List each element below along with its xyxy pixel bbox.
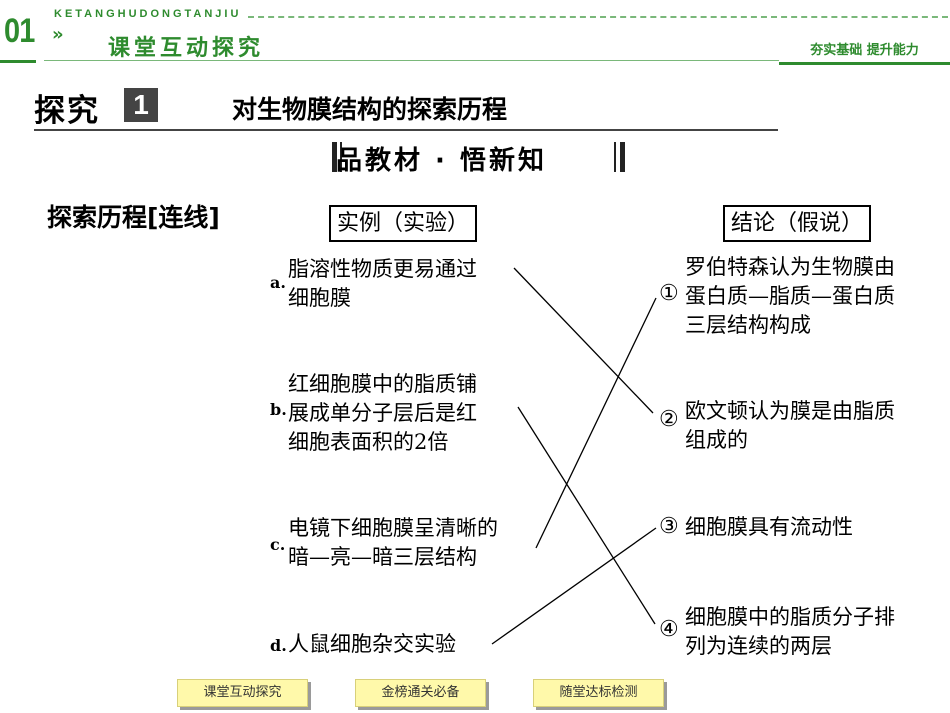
conclusion-4: 细胞膜中的脂质分子排 列为连续的两层 [685, 603, 895, 661]
nav-button-in-class-test[interactable]: 随堂达标检测 [533, 679, 664, 707]
conclusion-3: 细胞膜具有流动性 [685, 513, 853, 542]
section-title: 课堂互动探究 [108, 36, 265, 61]
example-a: 脂溶性物质更易通过 细胞膜 [288, 255, 477, 313]
section-number: 01 [4, 12, 35, 50]
example-d-line-1: 人鼠细胞杂交实验 [288, 632, 456, 656]
example-c-line-1: 电镜下细胞膜呈清晰的 [288, 516, 498, 540]
conclusion-1-line-3: 三层结构构成 [685, 313, 811, 337]
nav-button-classroom-interaction[interactable]: 课堂互动探究 [177, 679, 308, 707]
line-a-2 [513, 267, 654, 414]
example-c: 电镜下细胞膜呈清晰的 暗—亮—暗三层结构 [288, 514, 498, 572]
example-b-line-2: 展成单分子层后是红 [288, 401, 477, 425]
conclusion-4-line-2: 列为连续的两层 [685, 634, 832, 658]
example-d-letter: d. [270, 636, 287, 655]
conclusion-2: 欧文顿认为膜是由脂质 组成的 [685, 397, 895, 455]
line-b-4 [517, 406, 656, 625]
header-rule [44, 60, 779, 61]
example-a-line-2: 细胞膜 [288, 286, 351, 310]
conclusion-2-line-2: 组成的 [685, 428, 748, 452]
line-c-1 [535, 297, 657, 549]
examples-header: 实例（实验） [329, 205, 478, 242]
example-d: 人鼠细胞杂交实验 [288, 630, 456, 659]
conclusion-2-marker: ② [659, 407, 679, 432]
example-a-letter: a. [270, 273, 286, 292]
subtitle-bar-left-thick [332, 142, 337, 172]
conclusion-1-line-1: 罗伯特森认为生物膜由 [685, 255, 895, 279]
conclusion-4-marker: ④ [659, 617, 679, 642]
header-dashed-divider [248, 16, 948, 18]
subtitle-bar-right-thick [620, 142, 625, 172]
pinyin-header: KETANGHUDONGTANJIU [54, 8, 242, 20]
chevron-right-icon: » [52, 24, 64, 45]
subtitle: 品教材 · 悟新知 [336, 146, 547, 176]
example-c-letter: c. [270, 535, 286, 554]
exploration-number: 1 [124, 88, 158, 122]
topic-underline [34, 129, 778, 131]
nav-button-golden-list[interactable]: 金榜通关必备 [355, 679, 486, 707]
example-b: 红细胞膜中的脂质铺 展成单分子层后是红 细胞表面积的2倍 [288, 370, 477, 457]
subtitle-bar-left-thin [340, 142, 342, 172]
example-c-line-2: 暗—亮—暗三层结构 [288, 545, 477, 569]
line-d-3 [491, 527, 657, 645]
exploration-tag: 探究 [34, 93, 100, 129]
exploration-topic: 对生物膜结构的探索历程 [232, 95, 508, 124]
conclusion-3-line-1: 细胞膜具有流动性 [685, 515, 853, 539]
conclusion-1-line-2: 蛋白质—脂质—蛋白质 [685, 284, 895, 308]
conclusion-4-line-1: 细胞膜中的脂质分子排 [685, 605, 895, 629]
conclusion-3-marker: ③ [659, 514, 679, 539]
conclusions-header: 结论（假说） [723, 205, 872, 242]
subtitle-bar-right-thin [614, 142, 616, 172]
example-a-line-1: 脂溶性物质更易通过 [288, 257, 477, 281]
conclusion-2-line-1: 欧文顿认为膜是由脂质 [685, 399, 895, 423]
exercise-label: 探索历程[连线] [47, 203, 220, 232]
section-number-underline [0, 60, 36, 63]
slogan-badge: 夯实基础 提升能力 [779, 40, 950, 65]
conclusion-1: 罗伯特森认为生物膜由 蛋白质—脂质—蛋白质 三层结构构成 [685, 253, 895, 340]
example-b-line-1: 红细胞膜中的脂质铺 [288, 372, 477, 396]
example-b-line-3: 细胞表面积的2倍 [288, 430, 449, 454]
conclusion-1-marker: ① [659, 281, 679, 306]
example-b-letter: b. [270, 400, 287, 419]
